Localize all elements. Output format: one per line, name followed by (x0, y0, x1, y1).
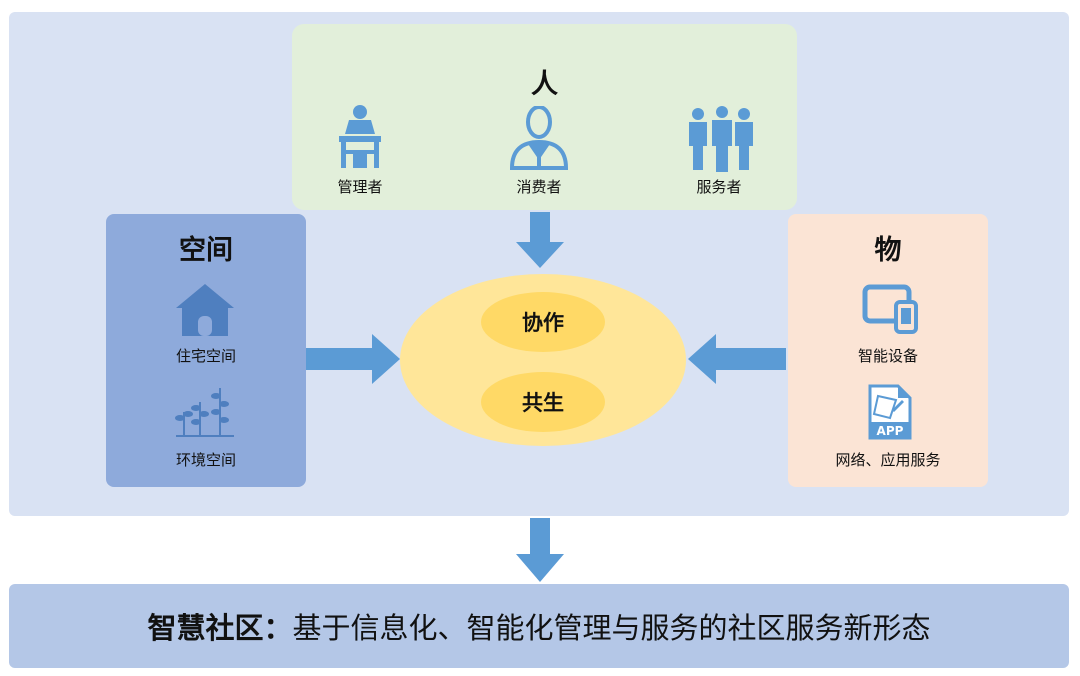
arrow-left-things (688, 334, 786, 384)
symbiosis-pill: 共生 (481, 372, 605, 432)
things-box: 物 智能设备 APP 网络、应用服务 (788, 214, 988, 487)
summary-text: 基于信息化、智能化管理与服务的社区服务新形态 (292, 611, 931, 645)
summary-bar: 智慧社区：基于信息化、智能化管理与服务的社区服务新形态 (9, 584, 1069, 668)
arrow-down-people (516, 212, 564, 268)
people-box: 人 管理者 消费者 服务者 (292, 24, 797, 210)
consumer-icon (508, 106, 570, 170)
space-box: 空间 住宅空间 环境空间 (106, 214, 306, 487)
plants-icon (174, 384, 236, 438)
smart-devices-label: 智能设备 (857, 347, 918, 365)
space-title: 空间 (179, 235, 233, 266)
service-staff-icon (686, 106, 756, 172)
people-title: 人 (531, 69, 558, 100)
arrow-down-bottom (516, 518, 564, 582)
collaboration-pill: 协作 (481, 292, 605, 352)
summary-title: 智慧社区： (147, 611, 293, 645)
things-title: 物 (874, 235, 902, 266)
consumer-label: 消费者 (516, 178, 562, 196)
devices-icon (862, 284, 918, 334)
residential-space-label: 住宅空间 (175, 347, 236, 365)
arrow-right-space (306, 334, 400, 384)
network-app-services-label: 网络、应用服务 (835, 451, 941, 469)
service-staff-label: 服务者 (696, 178, 742, 196)
app-icon: APP (868, 384, 912, 440)
svg-text:APP: APP (877, 424, 904, 438)
environment-space-label: 环境空间 (175, 451, 236, 469)
house-icon (174, 282, 236, 338)
manager-icon (333, 104, 385, 168)
manager-label: 管理者 (337, 178, 383, 196)
